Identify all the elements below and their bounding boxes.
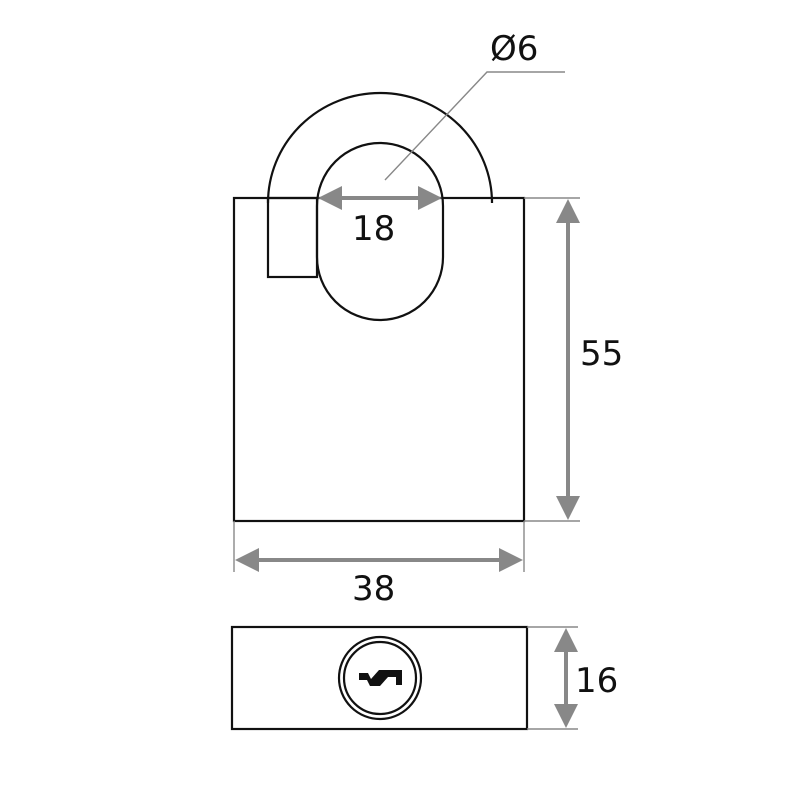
label-inner-width: 18 bbox=[352, 209, 395, 249]
dimension-inner-width: 18 bbox=[318, 186, 442, 249]
dimension-width: 38 bbox=[233, 521, 525, 609]
padlock-front-view bbox=[232, 91, 526, 523]
shackle-leg bbox=[266, 196, 319, 279]
keyhole-inner-ring bbox=[342, 640, 418, 716]
label-diameter: Ø6 bbox=[490, 29, 538, 69]
label-thickness: 16 bbox=[575, 661, 618, 701]
dimension-height: 55 bbox=[524, 197, 623, 522]
shackle-inner-opening bbox=[315, 141, 445, 322]
padlock-bottom bbox=[230, 625, 529, 731]
dimension-diameter: Ø6 bbox=[384, 29, 565, 181]
keyway-icon bbox=[359, 670, 402, 686]
keyhole-outer-ring bbox=[337, 635, 423, 721]
shackle-outer-arc bbox=[266, 91, 494, 204]
padlock-bottom-view bbox=[230, 625, 529, 731]
label-width: 38 bbox=[352, 569, 395, 609]
label-height: 55 bbox=[580, 334, 623, 374]
dimension-thickness: 16 bbox=[527, 626, 618, 730]
